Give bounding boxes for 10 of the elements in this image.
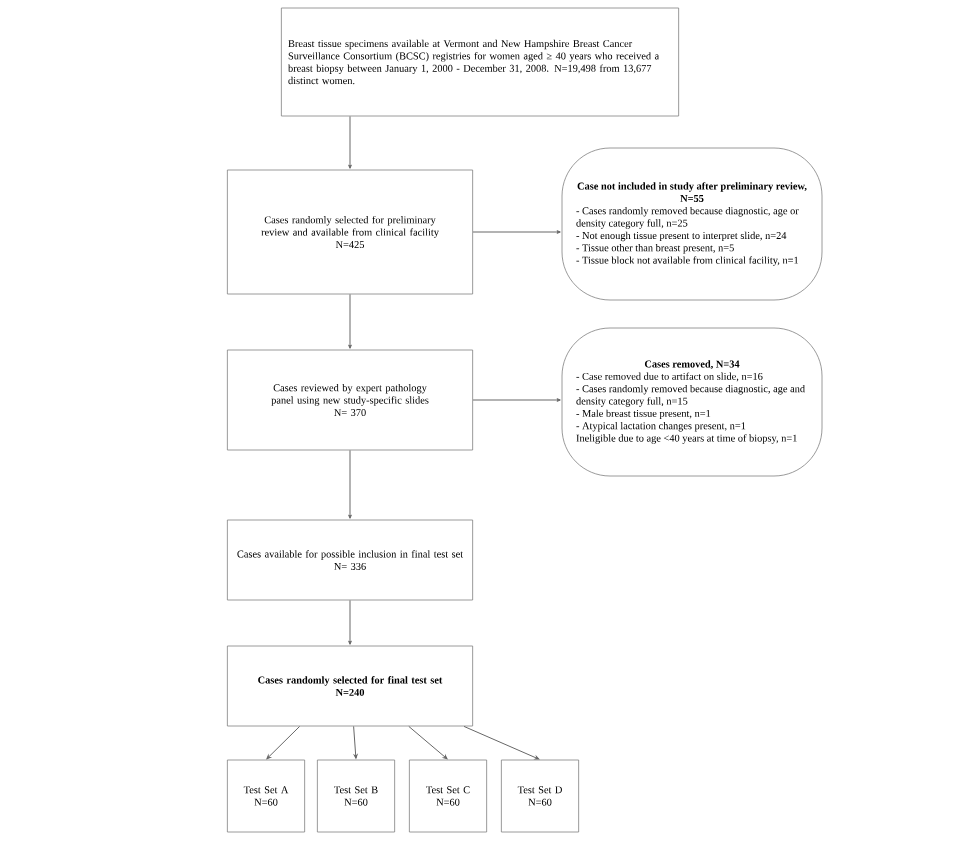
arrow xyxy=(348,449,352,519)
arrow xyxy=(353,725,358,759)
arrow xyxy=(472,230,561,234)
arrow xyxy=(408,725,448,760)
arrow xyxy=(348,115,352,169)
arrow xyxy=(463,725,540,760)
arrow xyxy=(348,599,352,645)
arrow xyxy=(348,293,352,349)
arrow xyxy=(266,725,301,760)
arrow xyxy=(472,398,561,402)
